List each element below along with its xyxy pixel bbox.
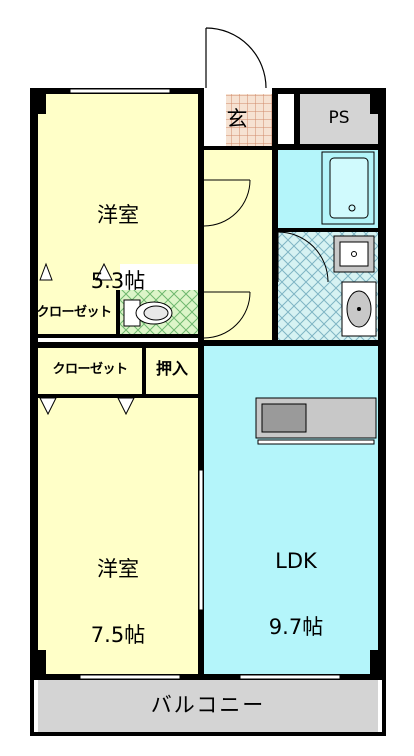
- genkan-step: [204, 94, 226, 146]
- closet-lower-label: クローゼット: [52, 362, 128, 377]
- oshiire-area: [146, 348, 198, 394]
- bedroom-bottom-name: 洋室: [97, 557, 139, 582]
- ps-area: [300, 92, 378, 144]
- washing-machine-pan: [333, 235, 375, 273]
- walls: [30, 88, 386, 736]
- balcony-label: バルコニー: [150, 693, 266, 717]
- kitchen-counter: [255, 397, 377, 445]
- closet-doors: [39, 262, 135, 416]
- balcony-area: [38, 680, 378, 732]
- corridor: [204, 150, 272, 342]
- closet-lower-area: [38, 348, 142, 394]
- ldk-label: LDK 9.7帖: [246, 506, 346, 660]
- bedroom-top-name: 洋室: [97, 203, 139, 228]
- interior-doors: [203, 179, 329, 339]
- bedroom-bottom: [38, 398, 198, 674]
- bedroom-top-size: 5.3帖: [90, 269, 146, 294]
- bedroom-top: [38, 94, 198, 264]
- bedroom-bottom-size: 7.5帖: [90, 623, 146, 648]
- bedroom-bottom-label: 洋室 7.5帖: [78, 514, 158, 668]
- ldk-name: LDK: [275, 549, 317, 574]
- bathtub: [321, 151, 375, 225]
- ps-label: PS: [328, 108, 350, 128]
- closet-upper-label: クローゼット: [36, 305, 112, 320]
- oshiire-label: 押入: [155, 359, 188, 378]
- ldk-size: 9.7帖: [268, 615, 324, 640]
- entrance-door: [205, 27, 267, 89]
- wash-basin: [341, 281, 377, 337]
- columns: [30, 88, 386, 680]
- bedroom-top-label: 洋室 5.3帖: [78, 160, 158, 314]
- toilet: [123, 299, 173, 327]
- genkan-label: 玄: [226, 107, 248, 131]
- windows: [69, 88, 341, 680]
